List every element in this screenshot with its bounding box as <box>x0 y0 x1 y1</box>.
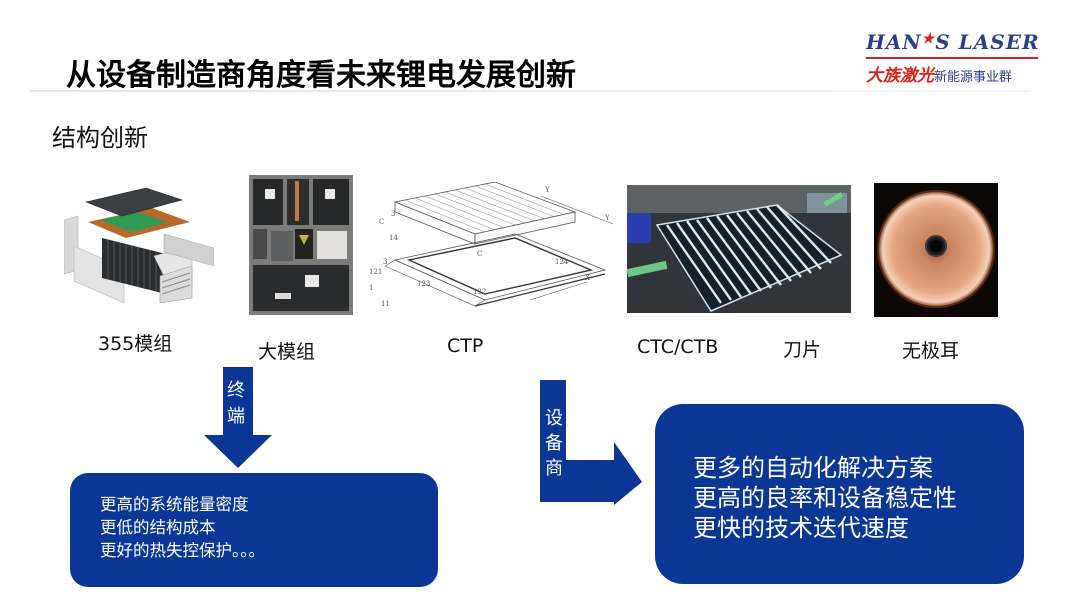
equipment-label-char-2: 备 <box>545 433 563 454</box>
terminal-point: 更好的热失控保护。。。 <box>100 541 265 560</box>
battery-module-exploded-image <box>64 178 214 303</box>
hans-laser-logo: HAN★S LASER 大族激光新能源事业群 <box>866 30 1046 88</box>
equipment-benefits-list: 更多的自动化解决方案 更高的良率和设备稳定性 更快的技术迭代速度 <box>693 453 957 543</box>
svg-text:1: 1 <box>369 284 373 292</box>
svg-text:Y: Y <box>604 214 610 222</box>
section-title: 结构创新 <box>52 124 148 152</box>
label-ctp: CTP <box>447 335 484 357</box>
svg-text:124: 124 <box>555 258 569 266</box>
blade-battery-photo <box>627 185 851 313</box>
svg-text:3: 3 <box>383 258 387 266</box>
svg-text:Y: Y <box>544 186 550 194</box>
terminal-point: 更高的系统能量密度 <box>100 495 249 514</box>
star-icon: ★ <box>921 31 936 47</box>
terminal-benefits-list: 更高的系统能量密度 更低的结构成本 更好的热失控保护。。。 <box>100 493 265 562</box>
logo-en-left: HAN <box>866 30 922 54</box>
label-tabless: 无极耳 <box>902 340 960 362</box>
equipment-point: 更高的良率和设备稳定性 <box>693 484 957 512</box>
svg-text:121: 121 <box>369 268 382 276</box>
label-355-module: 355模组 <box>98 333 173 355</box>
equipment-label-char-1: 设 <box>545 408 563 429</box>
label-ctc-ctb: CTC/CTB <box>637 336 719 358</box>
terminal-point: 更低的结构成本 <box>100 518 216 537</box>
bent-arrow-right-icon <box>540 380 642 505</box>
equipment-arrow-label: 设 备 商 <box>541 406 567 481</box>
slide-title: 从设备制造商角度看未来锂电发展创新 <box>66 58 576 93</box>
svg-text:123: 123 <box>417 280 430 288</box>
svg-text:X: X <box>585 274 590 282</box>
svg-text:14: 14 <box>389 234 398 242</box>
logo-en-right: S LASER <box>935 30 1040 54</box>
logo-english: HAN★S LASER <box>866 30 1040 54</box>
arrow-down-icon <box>204 367 272 468</box>
logo-cn-main: 大族激光 <box>866 66 934 86</box>
equipment-point: 更快的技术迭代速度 <box>693 514 909 542</box>
equipment-point: 更多的自动化解决方案 <box>693 454 933 482</box>
svg-text:11: 11 <box>381 300 390 308</box>
tabless-cell-photo <box>874 183 998 317</box>
label-large-module: 大模组 <box>258 341 316 363</box>
terminal-benefits-box <box>70 473 438 587</box>
logo-cn-sub: 新能源事业群 <box>934 70 1013 85</box>
terminal-arrow-label: 终 端 <box>222 378 250 430</box>
terminal-label-char-1: 终 <box>227 380 245 401</box>
terminal-label-char-2: 端 <box>227 406 245 427</box>
large-battery-module-photo <box>249 175 353 315</box>
equipment-label-char-3: 商 <box>545 458 563 479</box>
equipment-benefits-box <box>655 404 1024 584</box>
svg-text:122: 122 <box>473 288 486 296</box>
label-blade: 刀片 <box>783 339 822 361</box>
title-divider <box>30 90 1030 92</box>
logo-underline <box>866 57 1038 59</box>
svg-text:C: C <box>379 218 384 226</box>
logo-chinese: 大族激光新能源事业群 <box>866 61 1012 86</box>
svg-text:C: C <box>477 250 482 258</box>
svg-text:3: 3 <box>391 210 395 218</box>
